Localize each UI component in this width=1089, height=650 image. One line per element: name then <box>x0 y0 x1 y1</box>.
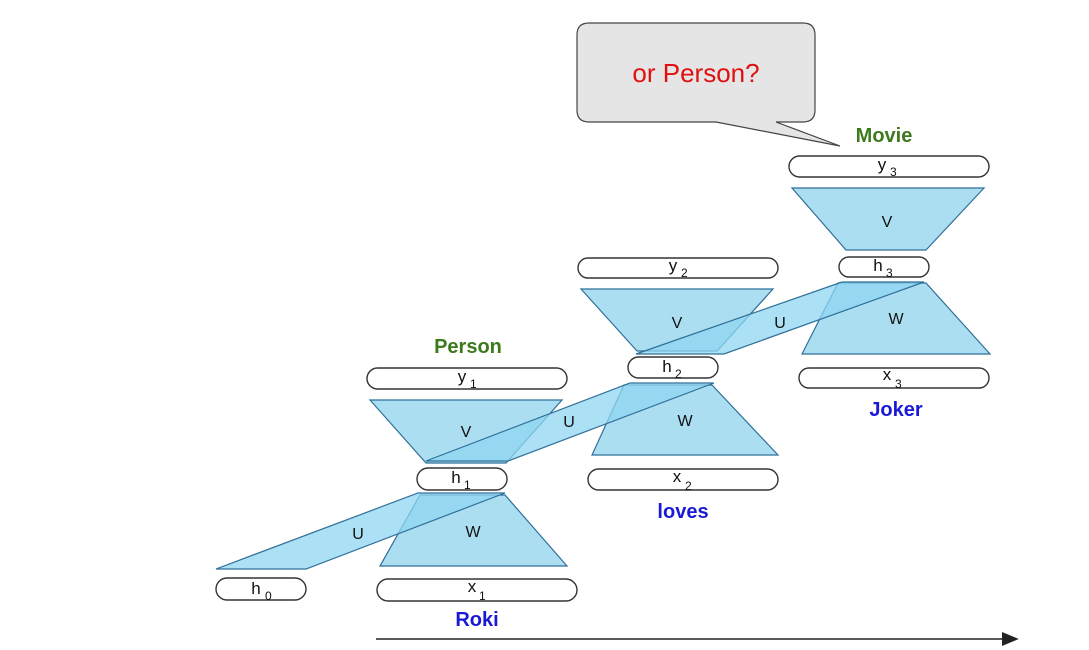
node-h2: h 2 <box>627 356 719 381</box>
node-y3: y 3 <box>788 155 990 179</box>
input-word-roki: Roki <box>455 609 498 631</box>
u-band-2 <box>425 382 715 462</box>
svg-text:h: h <box>451 468 460 487</box>
v-label-1: V <box>461 424 472 441</box>
u-band-3 <box>635 281 925 355</box>
svg-text:y: y <box>878 155 887 174</box>
svg-text:h: h <box>662 357 671 376</box>
node-h3: h 3 <box>838 256 930 280</box>
svg-text:x: x <box>673 467 682 486</box>
speech-bubble: or Person? <box>576 22 841 147</box>
w-label-2: W <box>677 413 693 430</box>
node-h1: h 1 <box>416 467 508 492</box>
svg-text:3: 3 <box>886 266 893 280</box>
v-block-3 <box>790 187 986 251</box>
w-label-1: W <box>465 524 481 541</box>
v-label-3: V <box>882 214 893 231</box>
node-x1: x 1 <box>376 577 578 603</box>
node-y2: y 2 <box>577 256 779 280</box>
input-word-joker: Joker <box>869 399 923 421</box>
svg-text:x: x <box>883 365 892 384</box>
input-word-loves: loves <box>657 501 708 523</box>
svg-text:h: h <box>873 256 882 275</box>
svg-text:2: 2 <box>685 479 692 493</box>
u-band-1 <box>215 492 506 570</box>
output-word-person: Person <box>434 336 502 358</box>
svg-text:1: 1 <box>479 589 486 603</box>
svg-text:h: h <box>251 579 260 598</box>
u-label-1: U <box>352 526 364 543</box>
svg-text:1: 1 <box>464 478 471 492</box>
svg-text:0: 0 <box>265 589 272 603</box>
svg-text:3: 3 <box>890 165 897 179</box>
u-label-2: U <box>563 414 575 431</box>
u-label-3: U <box>774 315 786 332</box>
node-h0: h 0 <box>215 577 307 603</box>
svg-text:x: x <box>468 577 477 596</box>
w-label-3: W <box>888 311 904 328</box>
bubble-text: or Person? <box>632 58 759 88</box>
svg-text:1: 1 <box>470 377 477 391</box>
node-x3: x 3 <box>798 365 990 391</box>
v-label-2: V <box>672 315 683 332</box>
svg-text:2: 2 <box>681 266 688 280</box>
svg-text:y: y <box>458 367 467 386</box>
svg-text:2: 2 <box>675 367 682 381</box>
svg-text:y: y <box>669 256 678 275</box>
output-word-movie: Movie <box>856 125 913 147</box>
node-x2: x 2 <box>587 467 779 493</box>
node-y1: y 1 <box>366 367 568 391</box>
svg-text:3: 3 <box>895 377 902 391</box>
